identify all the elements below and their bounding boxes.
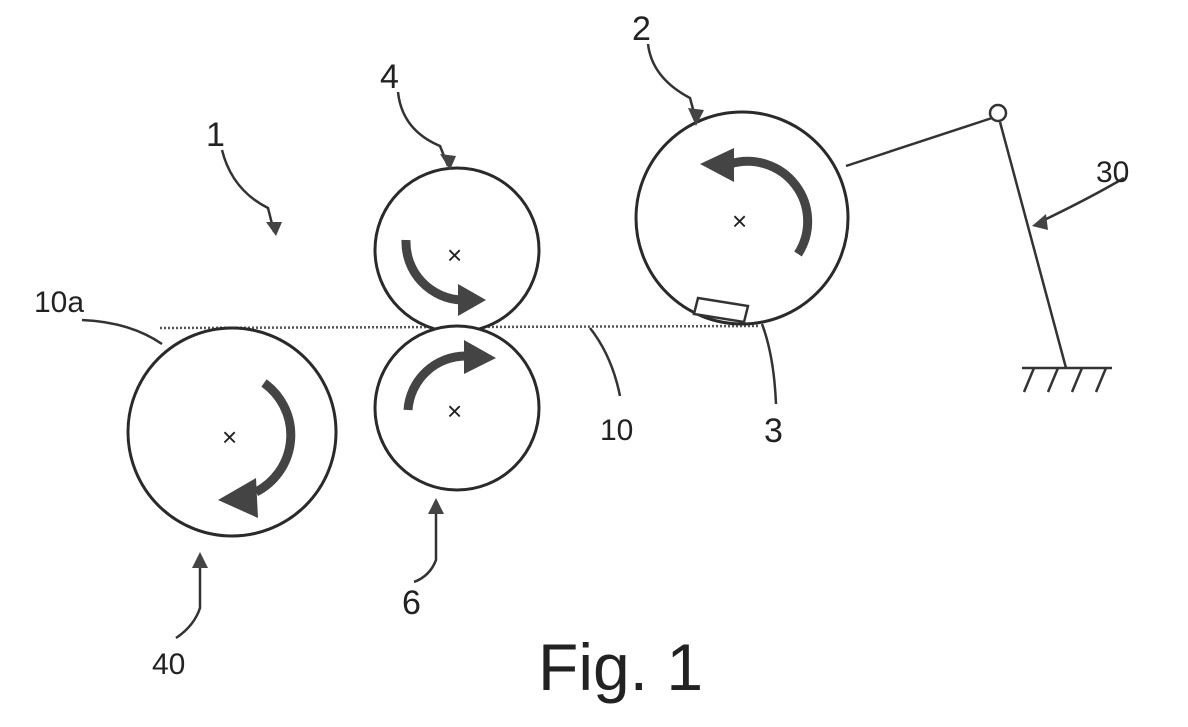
lower-roll-axis-mark: × bbox=[447, 396, 462, 426]
figure-caption: Fig. 1 bbox=[538, 630, 703, 704]
leader-40 bbox=[176, 556, 200, 638]
label-1: 1 bbox=[206, 116, 225, 154]
rotor-axis-mark: × bbox=[732, 206, 747, 236]
label-10a: 10a bbox=[34, 286, 84, 319]
supply-roll-40: × bbox=[128, 328, 336, 536]
linkage-30 bbox=[846, 105, 1112, 392]
leader-6-arrowhead bbox=[428, 498, 444, 514]
leader-30-arrowhead bbox=[1032, 214, 1048, 230]
ground-hatch-4 bbox=[1096, 368, 1106, 392]
label-3: 3 bbox=[764, 412, 783, 450]
ground-hatch-3 bbox=[1072, 368, 1082, 392]
leader-1 bbox=[222, 150, 274, 232]
label-4: 4 bbox=[380, 58, 399, 96]
ground-hatch-1 bbox=[1024, 368, 1034, 392]
pivot-joint bbox=[990, 105, 1006, 121]
label-2: 2 bbox=[632, 10, 651, 48]
rotor-2: × bbox=[636, 112, 848, 324]
leader-10a bbox=[82, 320, 162, 344]
linkage-lower-arm bbox=[1000, 122, 1066, 368]
leader-3 bbox=[762, 324, 776, 404]
linkage-upper-arm bbox=[846, 118, 992, 166]
leader-1-arrowhead bbox=[266, 222, 282, 236]
upper-roll-4: × bbox=[375, 168, 539, 332]
leader-10 bbox=[590, 328, 620, 396]
upper-roll-axis-mark: × bbox=[447, 240, 462, 270]
label-6: 6 bbox=[402, 584, 421, 622]
lower-roll-6: × bbox=[375, 326, 539, 490]
leader-4 bbox=[398, 92, 448, 166]
label-30: 30 bbox=[1096, 156, 1129, 189]
supply-roll-axis-mark: × bbox=[222, 422, 237, 452]
label-40: 40 bbox=[152, 648, 185, 681]
leader-40-arrowhead bbox=[192, 552, 208, 568]
ground-hatch-2 bbox=[1048, 368, 1058, 392]
label-10: 10 bbox=[600, 414, 633, 447]
